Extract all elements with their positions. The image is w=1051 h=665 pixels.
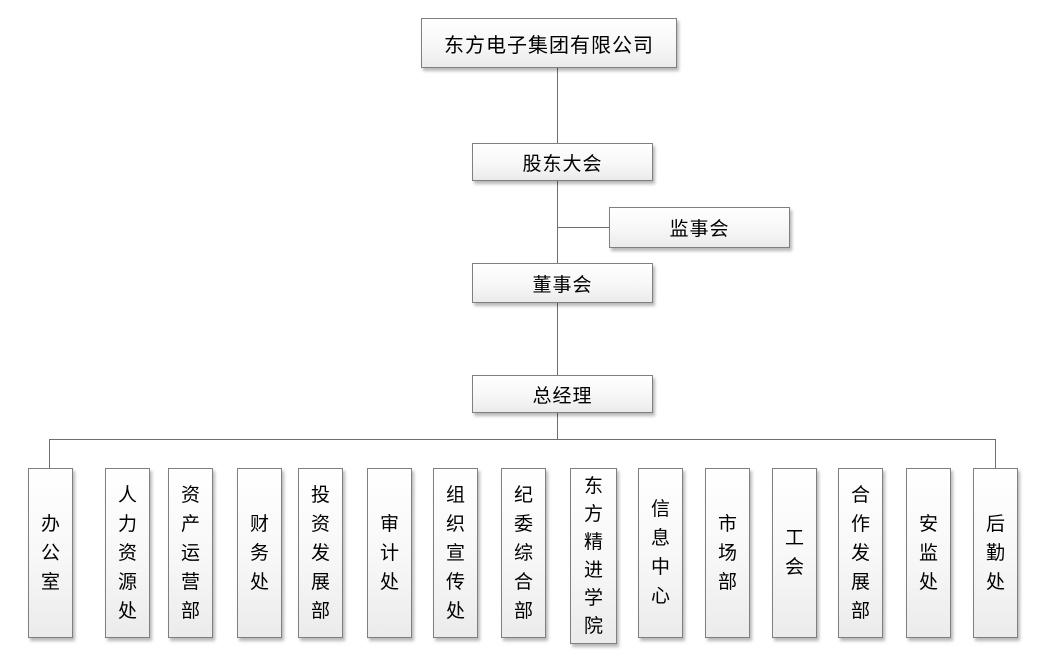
node-dept-general-office-label: 办公室 bbox=[40, 512, 60, 593]
node-shareholders-meeting-label: 股东大会 bbox=[522, 152, 603, 175]
node-dept-cooperation-development-label: 合作发展部 bbox=[850, 483, 870, 622]
connector-board-to-gm bbox=[557, 303, 558, 375]
node-dept-dongfang-jingjin-academy: 东方精进学院 bbox=[570, 468, 617, 644]
node-dept-audit: 审计处 bbox=[367, 468, 412, 638]
node-company-root: 东方电子集团有限公司 bbox=[421, 18, 677, 68]
node-dept-finance-label: 财务处 bbox=[249, 512, 269, 593]
node-dept-organization-publicity-label: 组织宣传处 bbox=[445, 483, 465, 622]
node-shareholders-meeting: 股东大会 bbox=[472, 143, 653, 181]
node-dept-logistics-label: 后勤处 bbox=[985, 512, 1005, 593]
node-board-of-directors: 董事会 bbox=[472, 263, 653, 303]
node-dept-asset-operations: 资产运营部 bbox=[168, 468, 213, 638]
node-general-manager: 总经理 bbox=[472, 375, 653, 413]
node-dept-asset-operations-label: 资产运营部 bbox=[180, 483, 200, 622]
node-company-root-label: 东方电子集团有限公司 bbox=[444, 32, 654, 57]
node-dept-cooperation-development: 合作发展部 bbox=[838, 468, 883, 638]
node-supervisory-board: 监事会 bbox=[609, 207, 790, 248]
node-dept-safety-supervision-label: 安监处 bbox=[918, 512, 938, 593]
connector-rail-left-drop bbox=[49, 439, 50, 468]
node-dept-marketing-label: 市场部 bbox=[717, 512, 737, 593]
node-dept-logistics: 后勤处 bbox=[973, 468, 1018, 638]
node-supervisory-board-label: 监事会 bbox=[669, 218, 730, 240]
node-dept-dongfang-jingjin-academy-label: 东方精进学院 bbox=[583, 475, 603, 637]
node-dept-discipline-inspection: 纪委综合部 bbox=[501, 468, 546, 638]
node-dept-information-center: 信息中心 bbox=[638, 468, 683, 638]
connector-rail-right-drop bbox=[995, 439, 996, 468]
connector-gm-to-rail bbox=[557, 413, 558, 439]
node-dept-finance: 财务处 bbox=[237, 468, 282, 638]
node-dept-information-center-label: 信息中心 bbox=[650, 498, 670, 607]
node-dept-human-resources-label: 人力资源处 bbox=[117, 483, 137, 622]
node-dept-general-office: 办公室 bbox=[28, 468, 73, 638]
node-dept-human-resources: 人力资源处 bbox=[105, 468, 150, 638]
node-dept-organization-publicity: 组织宣传处 bbox=[433, 468, 478, 638]
node-dept-marketing: 市场部 bbox=[705, 468, 750, 638]
node-dept-labor-union-label: 工会 bbox=[784, 527, 804, 578]
node-board-of-directors-label: 董事会 bbox=[532, 273, 593, 296]
connector-department-rail bbox=[49, 439, 996, 440]
node-general-manager-label: 总经理 bbox=[532, 384, 593, 407]
node-dept-labor-union: 工会 bbox=[772, 468, 817, 638]
node-dept-discipline-inspection-label: 纪委综合部 bbox=[513, 483, 533, 622]
connector-branch-supervisory bbox=[558, 227, 609, 228]
node-dept-investment-development: 投资发展部 bbox=[298, 468, 343, 638]
connector-shareholders-to-board bbox=[557, 181, 558, 263]
node-dept-safety-supervision: 安监处 bbox=[906, 468, 951, 638]
node-dept-audit-label: 审计处 bbox=[379, 512, 399, 593]
connector-root-to-shareholders bbox=[557, 68, 558, 143]
node-dept-investment-development-label: 投资发展部 bbox=[310, 483, 330, 622]
